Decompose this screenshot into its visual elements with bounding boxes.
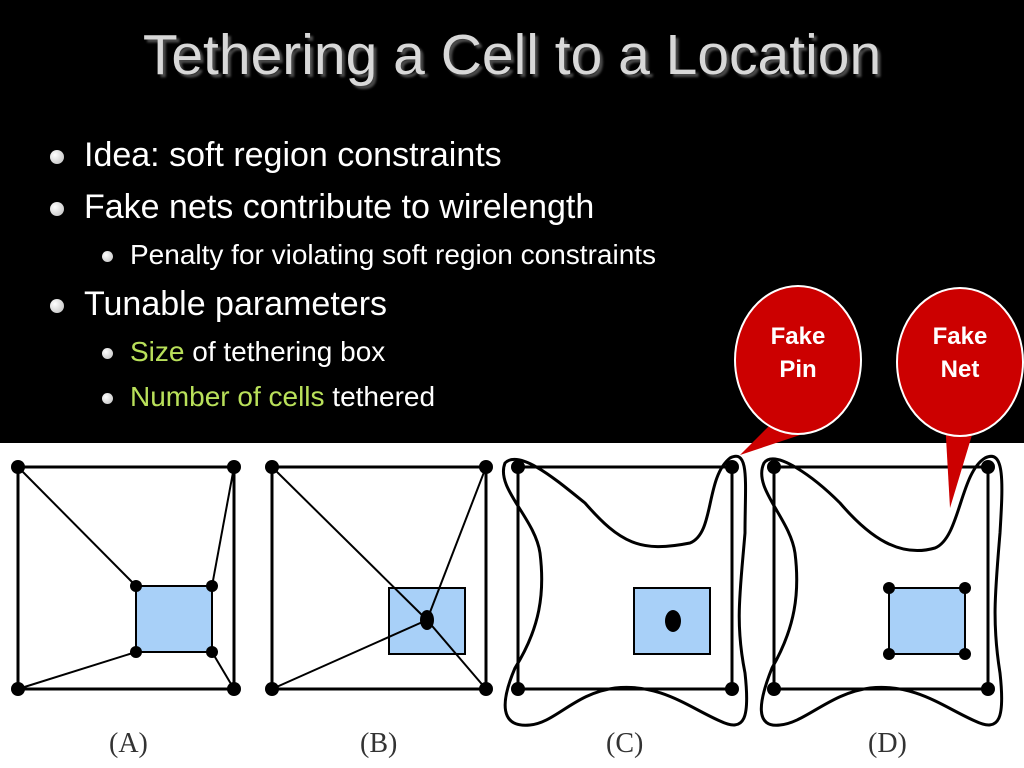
fake-net-callout: [896, 287, 1024, 508]
bullet-dot-icon: [102, 251, 113, 262]
bullet-dot-icon: [50, 150, 64, 164]
diagram-d: [759, 454, 1004, 727]
slide-title: Tethering a Cell to a Location: [142, 23, 882, 87]
bullet-dot-icon: [102, 393, 113, 404]
bullet-tunable: Tunable parameters: [50, 285, 387, 324]
bullet-fake-nets: Fake nets contribute to wirelength: [50, 188, 594, 227]
sub-bullet-size: Size of tethering box: [102, 336, 385, 368]
sub-bullet-number: Number of cells tethered: [102, 381, 435, 413]
bullet-dot-icon: [50, 202, 64, 216]
bullet-dot-icon: [102, 348, 113, 359]
fake-pin-label: Fake Pin: [770, 323, 826, 383]
highlight-size: Size: [130, 336, 185, 367]
diagram-b: [265, 460, 493, 696]
figure-label-b: (B): [360, 728, 398, 759]
diagram-a: [11, 460, 241, 696]
tethering-diagrams: [11, 454, 1004, 727]
bullet-idea: Idea: soft region constraints: [50, 136, 502, 175]
figure-label-c: (C): [606, 728, 644, 759]
sub-bullet-penalty: Penalty for violating soft region constr…: [102, 239, 656, 271]
fake-net-label: Fake Net: [932, 323, 988, 383]
figure-label-d: (D): [868, 728, 907, 759]
bullet-dot-icon: [50, 299, 64, 313]
figure-label-a: (A): [109, 728, 148, 759]
highlight-number-of-cells: Number of cells: [130, 381, 325, 412]
fake-pin-callout: [734, 285, 862, 455]
diagram-c: [501, 454, 749, 727]
